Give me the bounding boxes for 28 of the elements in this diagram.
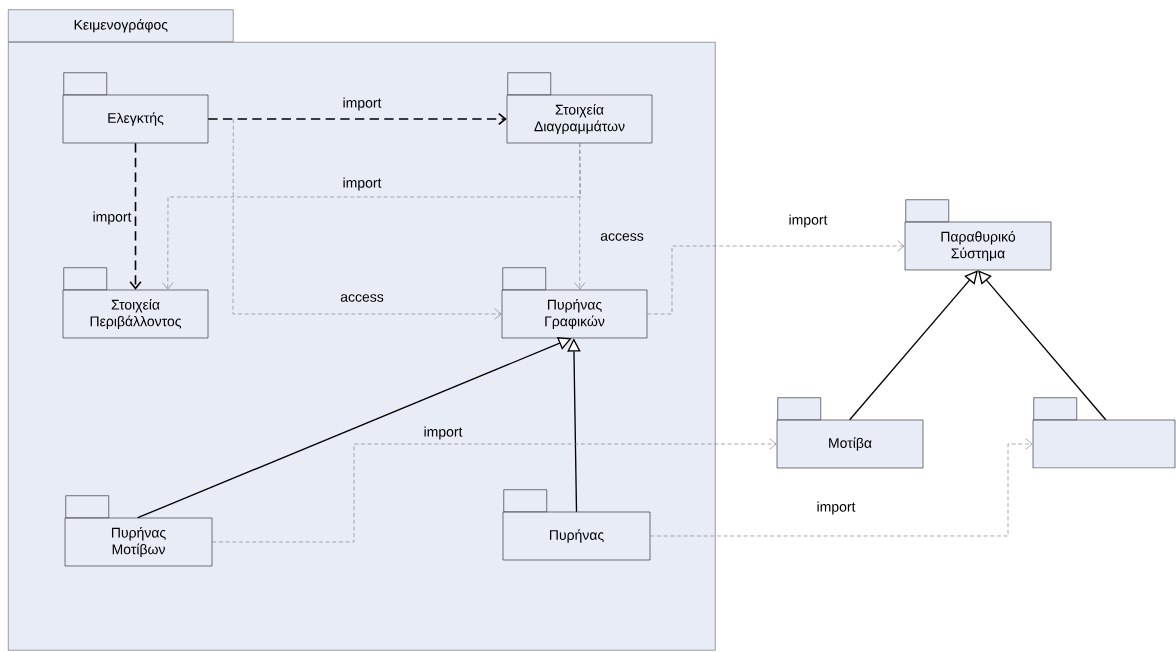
dependency-arrow bbox=[649, 438, 1033, 537]
package-box: Πυρήνας bbox=[502, 489, 651, 561]
generalization-arrow bbox=[849, 270, 978, 421]
edge-label: access bbox=[340, 294, 384, 302]
dependency-arrow bbox=[207, 112, 507, 126]
edge-label: import bbox=[93, 211, 132, 225]
dependency-arrow bbox=[646, 240, 905, 315]
edge-label: import bbox=[343, 97, 382, 111]
dependency-arrow bbox=[211, 438, 777, 543]
edge-label: import bbox=[424, 426, 463, 440]
package-box: Πυρήνας Μοτίβων bbox=[64, 495, 213, 567]
dependency-arrow bbox=[129, 142, 142, 290]
dependency-arrow bbox=[232, 118, 502, 320]
package-box: Μοτίβα bbox=[776, 397, 924, 469]
package-box bbox=[1032, 397, 1176, 469]
package-box: Στοιχεία Διαγραμμάτων bbox=[506, 72, 653, 144]
package-box: Πυρήνας Γραφικών bbox=[501, 267, 648, 339]
package-box: Στοιχεία Περιβάλλοντος bbox=[62, 267, 209, 339]
generalization-arrow bbox=[978, 270, 1107, 421]
generalization-arrow bbox=[137, 337, 572, 519]
edge-label: import bbox=[817, 501, 856, 515]
node-label: Κειμενογράφος bbox=[74, 19, 168, 33]
edge-label: import bbox=[789, 214, 828, 228]
edge-label: import bbox=[343, 177, 382, 191]
edge-label: access bbox=[600, 233, 644, 241]
package-box: Παραθυρικό Σύστημα bbox=[904, 199, 1052, 271]
package-box: Ελεγκτής bbox=[62, 72, 209, 144]
dependency-arrow bbox=[574, 142, 586, 290]
